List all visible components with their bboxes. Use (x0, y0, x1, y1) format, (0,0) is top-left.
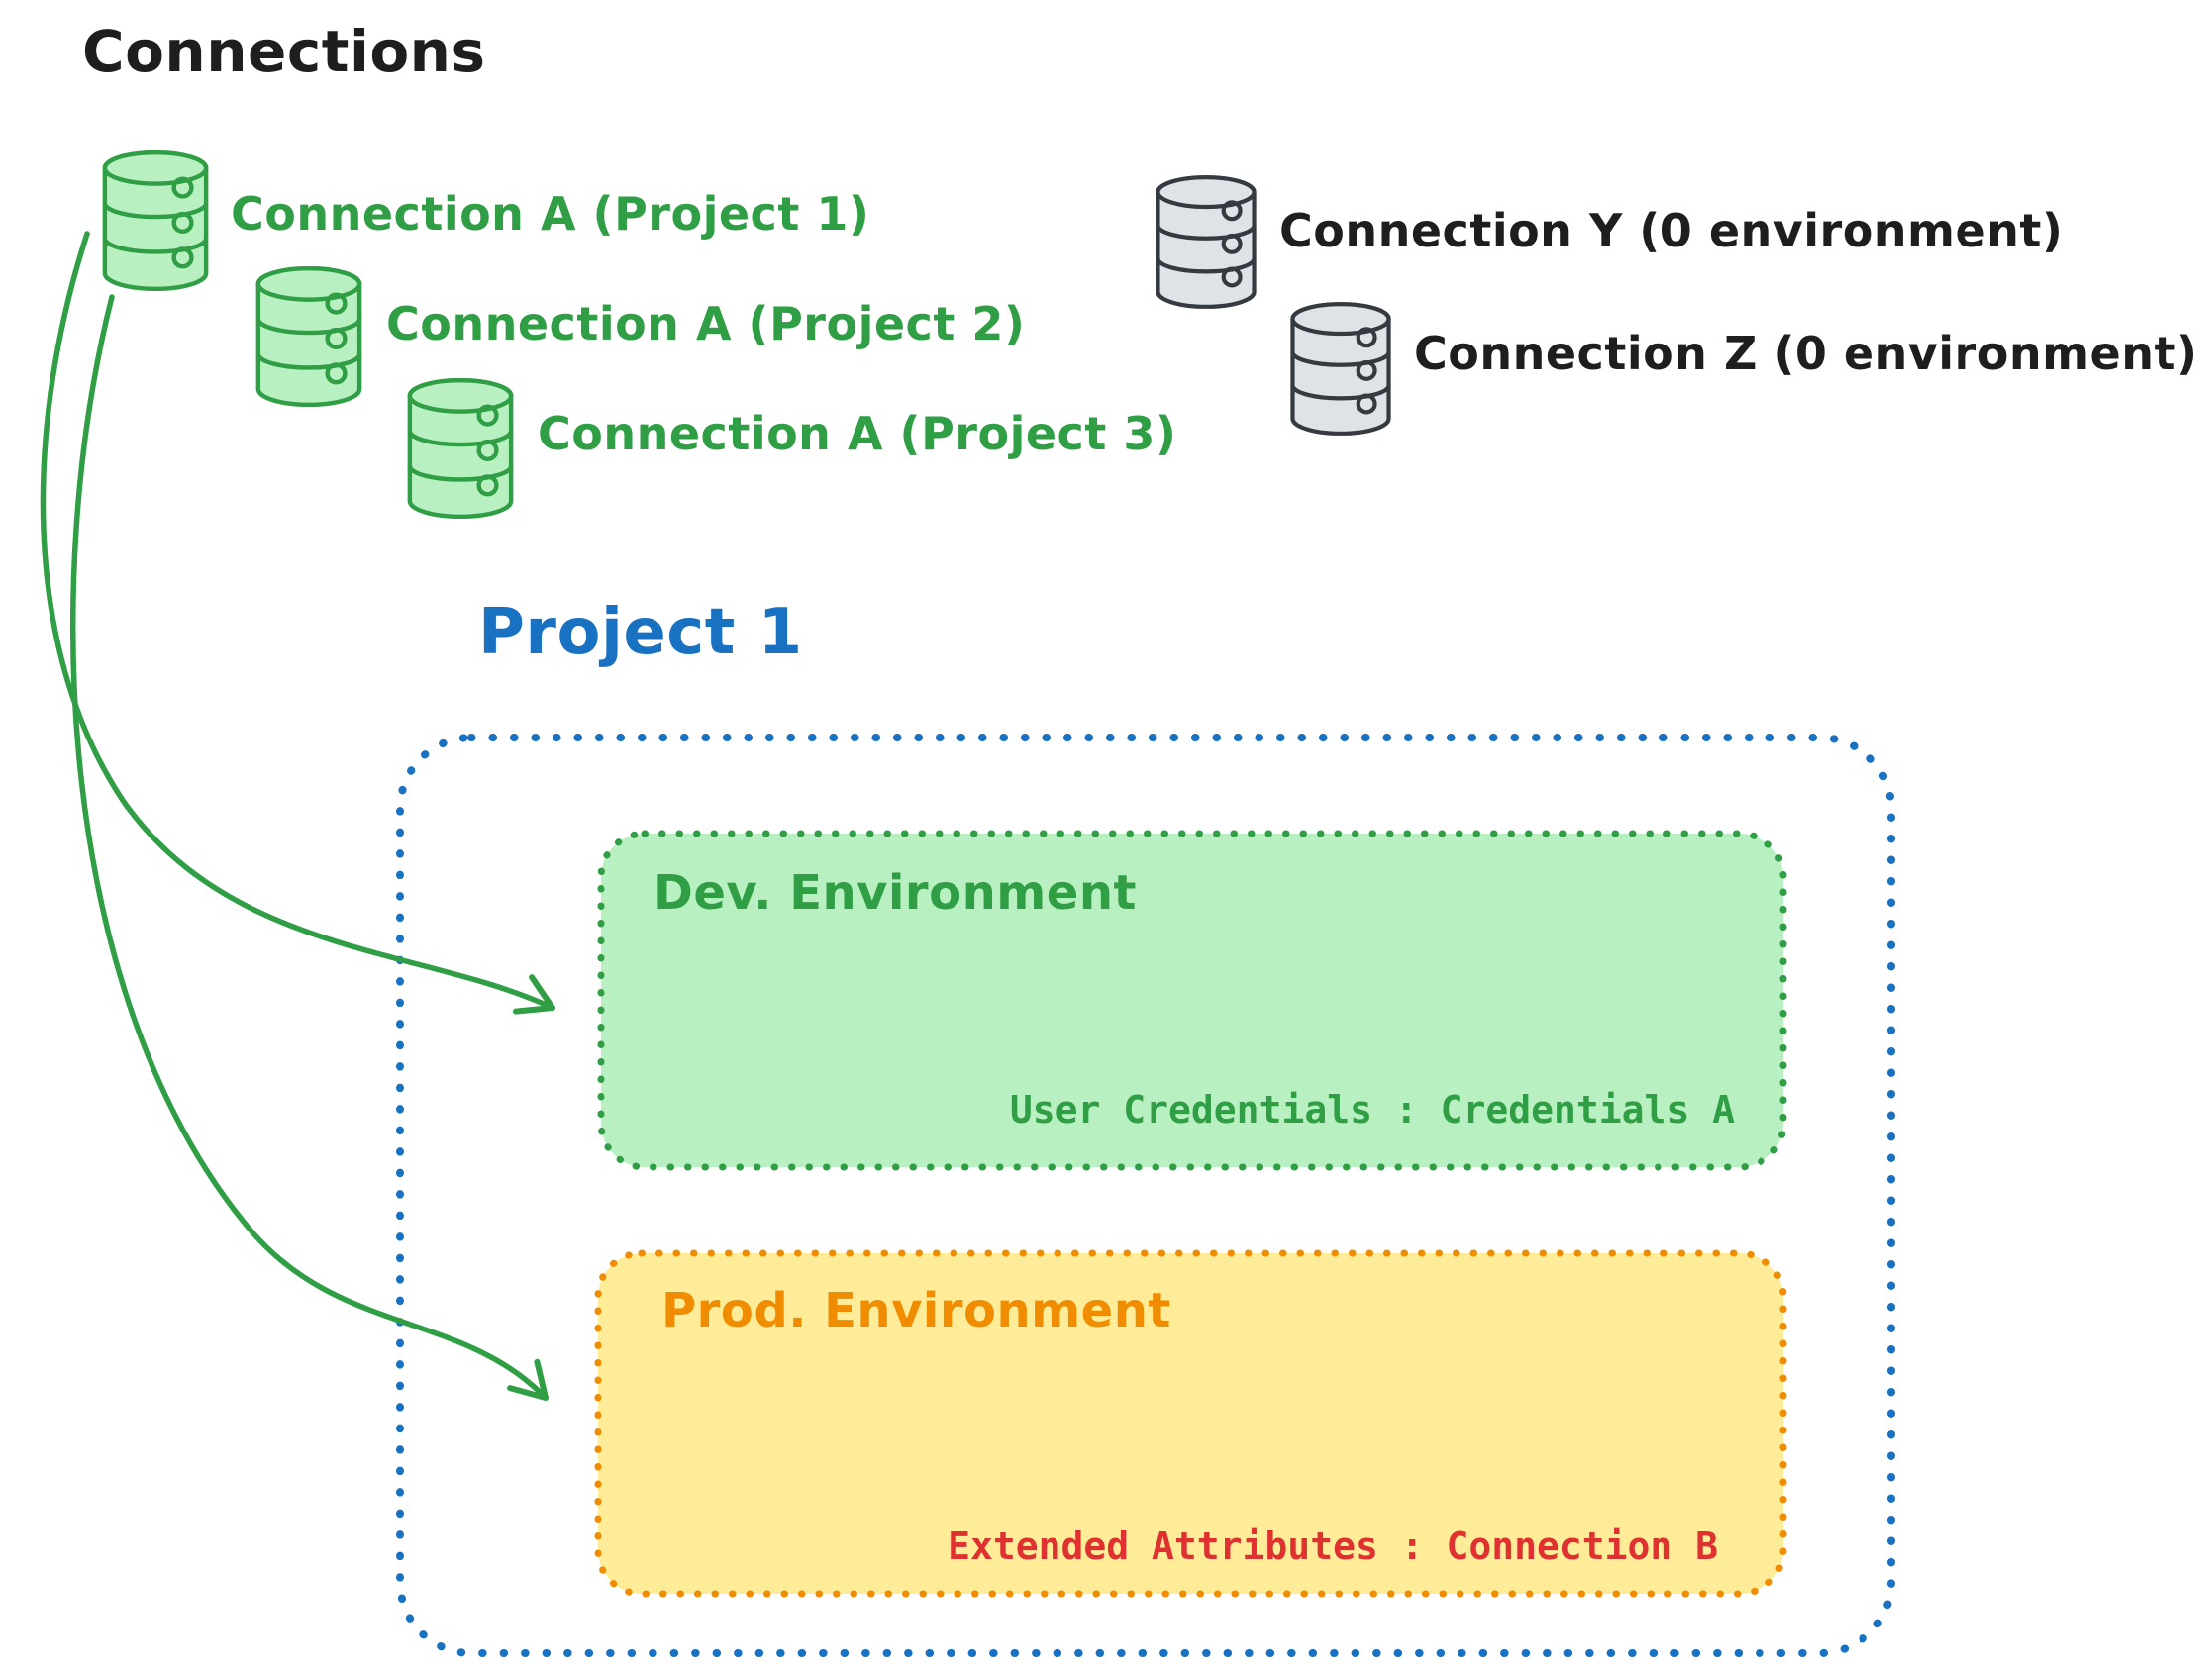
connection-a-project-3-label: Connection A (Project 3) (538, 407, 1177, 460)
database-icon (407, 377, 514, 520)
dev-environment-box (597, 830, 1787, 1171)
prod-credentials-mapping: Extended Attributes : Connection B Ext.A… (925, 1420, 1718, 1674)
database-icon (102, 149, 209, 292)
diagram-title: Connections (82, 18, 486, 85)
prod-environment-box (594, 1249, 1787, 1598)
dev-credentials-mapping: User Credentials : Credentials A (1009, 1088, 1735, 1132)
connection-a-project-2-label: Connection A (Project 2) (386, 297, 1026, 350)
database-icon (1290, 302, 1391, 436)
database-icon (1156, 175, 1257, 309)
dev-environment-title: Dev. Environment (654, 865, 1137, 921)
connection-a-project-1-label: Connection A (Project 1) (231, 187, 870, 241)
database-icon (255, 265, 362, 408)
connection-z-label: Connection Z (0 environment) (1414, 327, 2198, 380)
connection-y-label: Connection Y (0 environment) (1279, 204, 2063, 257)
project-1-title: Project 1 (478, 596, 803, 669)
prod-mapping-line-1: Extended Attributes : Connection B (948, 1525, 1718, 1569)
prod-environment-title: Prod. Environment (661, 1283, 1171, 1338)
